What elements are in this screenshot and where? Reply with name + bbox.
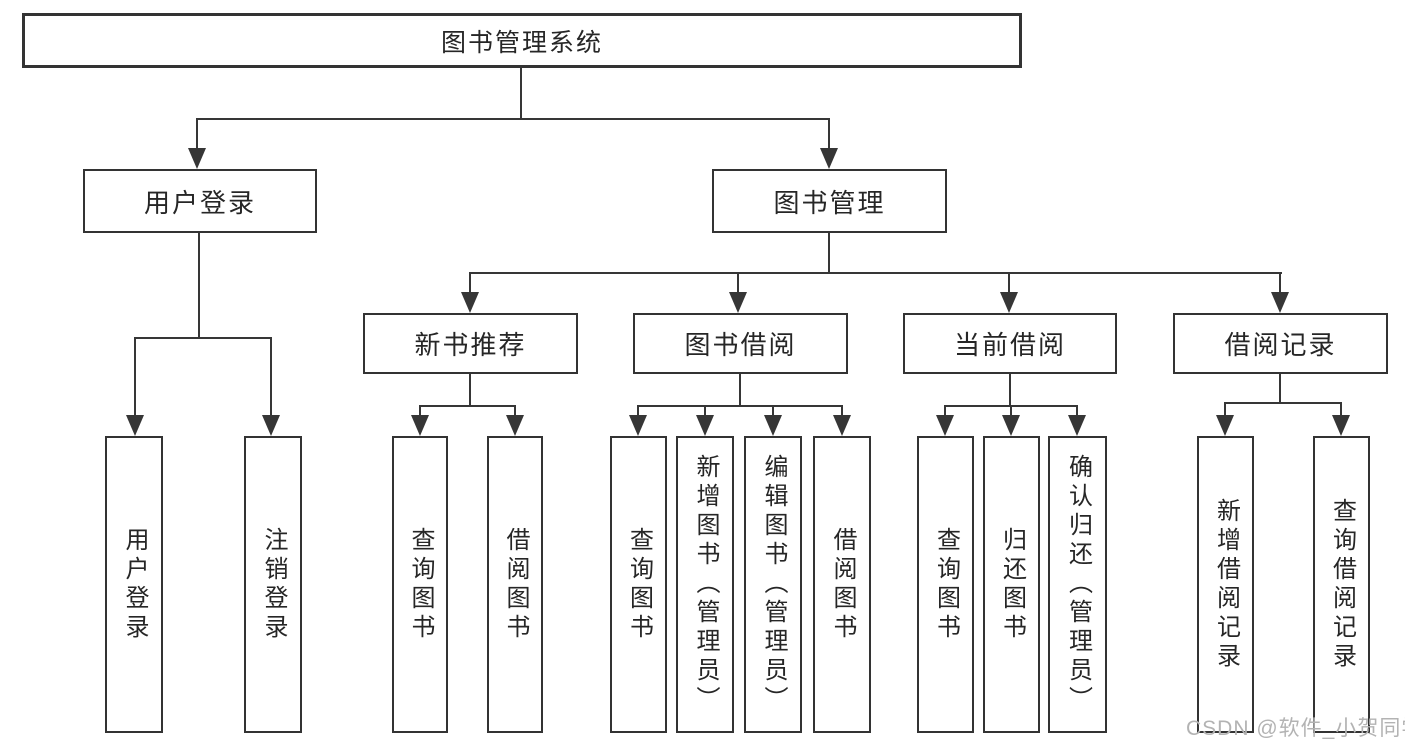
connector-line [419, 405, 516, 407]
connector-line [704, 405, 706, 418]
connector-line [1009, 374, 1011, 407]
node-label: 当前借阅 [953, 330, 1066, 360]
node-label: 图书借阅 [684, 330, 797, 360]
leaf-query-books-current: 查询图书 [917, 436, 974, 733]
leaf-borrow-books: 借阅图书 [813, 436, 871, 733]
node-label: 归还图书 [998, 526, 1026, 643]
arrow-down-icon [461, 292, 479, 313]
connector-line [828, 233, 830, 273]
node-label: 图书管理 [773, 187, 886, 218]
connector-line [134, 337, 136, 417]
leaf-user-login: 用户登录 [105, 436, 163, 733]
leaf-confirm-return-admin: 确认归还（管理员） [1048, 436, 1107, 733]
leaf-add-books-admin: 新增图书（管理员） [676, 436, 734, 733]
arrow-down-icon [188, 148, 206, 169]
node-label: 编辑图书（管理员） [760, 454, 787, 715]
arrow-down-icon [506, 415, 524, 436]
connector-line [1279, 374, 1281, 404]
connector-line [739, 374, 741, 407]
node-label: 新书推荐 [414, 330, 527, 360]
arrow-down-icon [936, 415, 954, 436]
node-label: 查询借阅记录 [1328, 497, 1356, 672]
connector-line [270, 337, 272, 417]
node-label: 借阅记录 [1224, 330, 1337, 360]
arrow-down-icon [126, 415, 144, 436]
connector-line [469, 272, 1282, 274]
node-label: 注销登录 [260, 526, 287, 643]
arrow-down-icon [820, 148, 838, 169]
leaf-query-books-borrow: 查询图书 [610, 436, 667, 733]
connector-line [469, 272, 471, 294]
leaf-borrow-books-recommend: 借阅图书 [487, 436, 543, 733]
leaf-return-books: 归还图书 [983, 436, 1040, 733]
connector-line [1340, 402, 1342, 418]
arrow-down-icon [262, 415, 280, 436]
connector-line [1008, 272, 1010, 294]
node-label: 借阅图书 [829, 526, 856, 643]
leaf-query-books-recommend: 查询图书 [392, 436, 448, 733]
node-book-borrowing: 图书借阅 [633, 313, 848, 374]
node-user-login: 用户登录 [83, 169, 317, 233]
arrow-down-icon [696, 415, 714, 436]
connector-line [1076, 405, 1078, 418]
connector-line [1010, 405, 1012, 418]
connector-line [1279, 272, 1281, 294]
connector-line [198, 233, 200, 338]
leaf-logout: 注销登录 [244, 436, 302, 733]
connector-line [196, 118, 830, 120]
node-borrowing-records: 借阅记录 [1173, 313, 1388, 374]
node-label: 确认归还（管理员） [1064, 454, 1092, 715]
arrow-down-icon [629, 415, 647, 436]
connector-line [637, 405, 843, 407]
arrow-down-icon [411, 415, 429, 436]
connector-line [828, 118, 830, 151]
node-label: 查询图书 [932, 526, 960, 643]
connector-line [196, 118, 198, 151]
leaf-add-borrow-record: 新增借阅记录 [1197, 436, 1254, 733]
node-label: 查询图书 [407, 526, 434, 643]
arrow-down-icon [833, 415, 851, 436]
connector-line [841, 405, 843, 418]
connector-line [772, 405, 774, 418]
arrow-down-icon [1332, 415, 1350, 436]
node-root-library-system: 图书管理系统 [22, 13, 1022, 68]
leaf-query-borrow-record: 查询借阅记录 [1313, 436, 1370, 733]
node-current-borrowing: 当前借阅 [903, 313, 1117, 374]
node-label: 新增借阅记录 [1212, 497, 1240, 672]
connector-line [637, 405, 639, 418]
connector-line [134, 337, 272, 339]
arrow-down-icon [1000, 292, 1018, 313]
arrow-down-icon [1068, 415, 1086, 436]
node-new-book-recommendation: 新书推荐 [363, 313, 578, 374]
csdn-watermark: CSDN @软件_小贺同学 [1186, 717, 1405, 740]
connector-line [419, 405, 421, 418]
arrow-down-icon [764, 415, 782, 436]
arrow-down-icon [729, 292, 747, 313]
node-label: 新增图书（管理员） [692, 454, 719, 715]
connector-line [1224, 402, 1226, 418]
connector-line [514, 405, 516, 418]
node-label: 图书管理系统 [440, 28, 603, 57]
leaf-edit-books-admin: 编辑图书（管理员） [744, 436, 802, 733]
connector-line [944, 405, 946, 418]
connector-line [1224, 402, 1342, 404]
node-book-management: 图书管理 [712, 169, 947, 233]
arrow-down-icon [1002, 415, 1020, 436]
arrow-down-icon [1216, 415, 1234, 436]
node-label: 借阅图书 [502, 526, 529, 643]
node-label: 用户登录 [121, 526, 148, 643]
connector-line [737, 272, 739, 294]
node-label: 用户登录 [143, 187, 256, 218]
arrow-down-icon [1271, 292, 1289, 313]
connector-line [469, 374, 471, 407]
connector-line [520, 68, 522, 119]
node-label: 查询图书 [625, 526, 653, 643]
